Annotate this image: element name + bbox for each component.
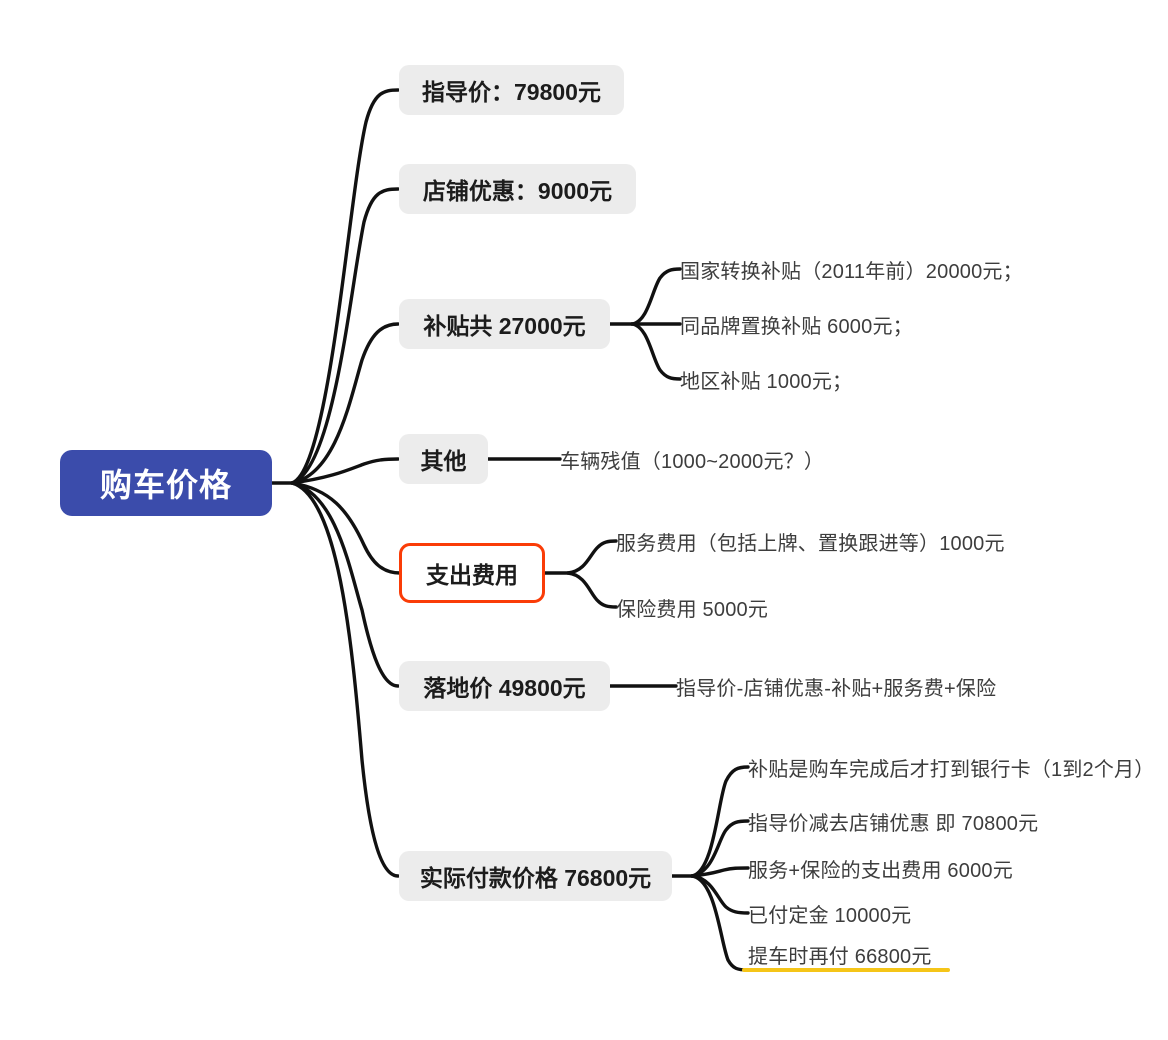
leaf-node-service-insurance-total[interactable]: 服务+保险的支出费用 6000元	[748, 853, 1013, 883]
edge-actual-to-pickup	[690, 874, 750, 972]
leaf-node-national-subsidy[interactable]: 国家转换补贴（2011年前）20000元；	[680, 254, 1023, 284]
branch-label-actual-payment: 实际付款价格 76800元	[419, 865, 652, 891]
branch-node-subsidy-total[interactable]: 补贴共 27000元	[399, 299, 610, 349]
pay-on-pickup-highlight-underline	[742, 968, 950, 972]
root-node-label: 购车价格	[99, 467, 232, 503]
branch-label-landing-price: 落地价 49800元	[423, 675, 586, 701]
edge-expenses-to-service	[566, 539, 618, 575]
leaf-node-insurance-fee[interactable]: 保险费用 5000元	[616, 592, 768, 622]
branch-label-guide-price: 指导价：79800元	[422, 79, 601, 105]
leaf-label-service-insurance-total: 服务+保险的支出费用 6000元	[748, 859, 1013, 882]
leaf-label-national-subsidy: 国家转换补贴（2011年前）20000元；	[680, 260, 1023, 283]
root-node[interactable]: 购车价格	[60, 450, 272, 516]
branch-node-actual-payment[interactable]: 实际付款价格 76800元	[399, 851, 672, 901]
edge-actual-to-serviceins	[690, 866, 750, 878]
edge-root-to-expenses	[290, 481, 402, 575]
branch-label-other: 其他	[420, 448, 467, 474]
leaf-label-after-discount: 指导价减去店铺优惠 即 70800元	[748, 812, 1039, 835]
leaf-label-landing-formula: 指导价-店铺优惠-补贴+服务费+保险	[676, 677, 997, 700]
edge-expenses-to-insurance	[566, 571, 618, 609]
leaf-node-region-subsidy[interactable]: 地区补贴 1000元；	[680, 364, 852, 394]
leaf-node-pay-on-pickup[interactable]: 提车时再付 66800元	[748, 940, 932, 970]
branch-label-store-discount: 店铺优惠：9000元	[422, 178, 613, 204]
leaf-label-same-brand-subsidy: 同品牌置换补贴 6000元；	[680, 315, 913, 338]
leaf-label-region-subsidy: 地区补贴 1000元；	[680, 370, 853, 393]
edge-subsidy-to-region	[630, 322, 682, 381]
leaf-label-deposit-paid: 已付定金 10000元	[748, 904, 912, 927]
edge-actual-to-timing	[690, 765, 750, 878]
edge-root-to-store-discount	[290, 187, 400, 485]
branch-node-other[interactable]: 其他	[399, 434, 488, 484]
leaf-node-after-discount[interactable]: 指导价减去店铺优惠 即 70800元	[748, 806, 1038, 836]
leaf-label-residual-value: 车辆残值（1000~2000元？）	[560, 450, 825, 473]
leaf-node-same-brand-subsidy[interactable]: 同品牌置换补贴 6000元；	[680, 309, 913, 339]
leaf-node-residual-value[interactable]: 车辆残值（1000~2000元？）	[560, 444, 824, 474]
branch-node-store-discount[interactable]: 店铺优惠：9000元	[399, 164, 636, 214]
branch-node-landing-price[interactable]: 落地价 49800元	[399, 661, 610, 711]
edge-root-to-guide-price	[290, 88, 400, 485]
edge-root-to-other	[290, 457, 400, 485]
edge-root-to-landing-price	[290, 481, 400, 688]
leaf-label-pay-on-pickup: 提车时再付 66800元	[748, 945, 932, 968]
branch-node-guide-price[interactable]: 指导价：79800元	[399, 65, 624, 115]
leaf-label-subsidy-timing: 补贴是购车完成后才打到银行卡（1到2个月）	[748, 758, 1155, 781]
leaf-node-deposit-paid[interactable]: 已付定金 10000元	[748, 898, 911, 928]
edge-actual-to-deposit	[690, 874, 750, 915]
branch-node-expenses[interactable]: 支出费用	[399, 543, 545, 603]
edge-actual-to-afterdiscount	[690, 819, 750, 878]
branch-label-subsidy-total: 补贴共 27000元	[423, 313, 586, 339]
branch-label-expenses: 支出费用	[426, 562, 518, 588]
leaf-label-insurance-fee: 保险费用 5000元	[616, 598, 769, 621]
leaf-node-service-fee[interactable]: 服务费用（包括上牌、置换跟进等）1000元	[616, 526, 1005, 556]
leaf-label-service-fee: 服务费用（包括上牌、置换跟进等）1000元	[616, 532, 1005, 555]
leaf-node-subsidy-timing[interactable]: 补贴是购车完成后才打到银行卡（1到2个月）	[748, 752, 1154, 782]
edge-root-to-actual-payment	[290, 481, 400, 878]
edge-root-to-subsidy-total	[290, 322, 400, 485]
leaf-node-landing-formula[interactable]: 指导价-店铺优惠-补贴+服务费+保险	[676, 671, 996, 701]
edge-subsidy-to-national	[630, 267, 682, 326]
